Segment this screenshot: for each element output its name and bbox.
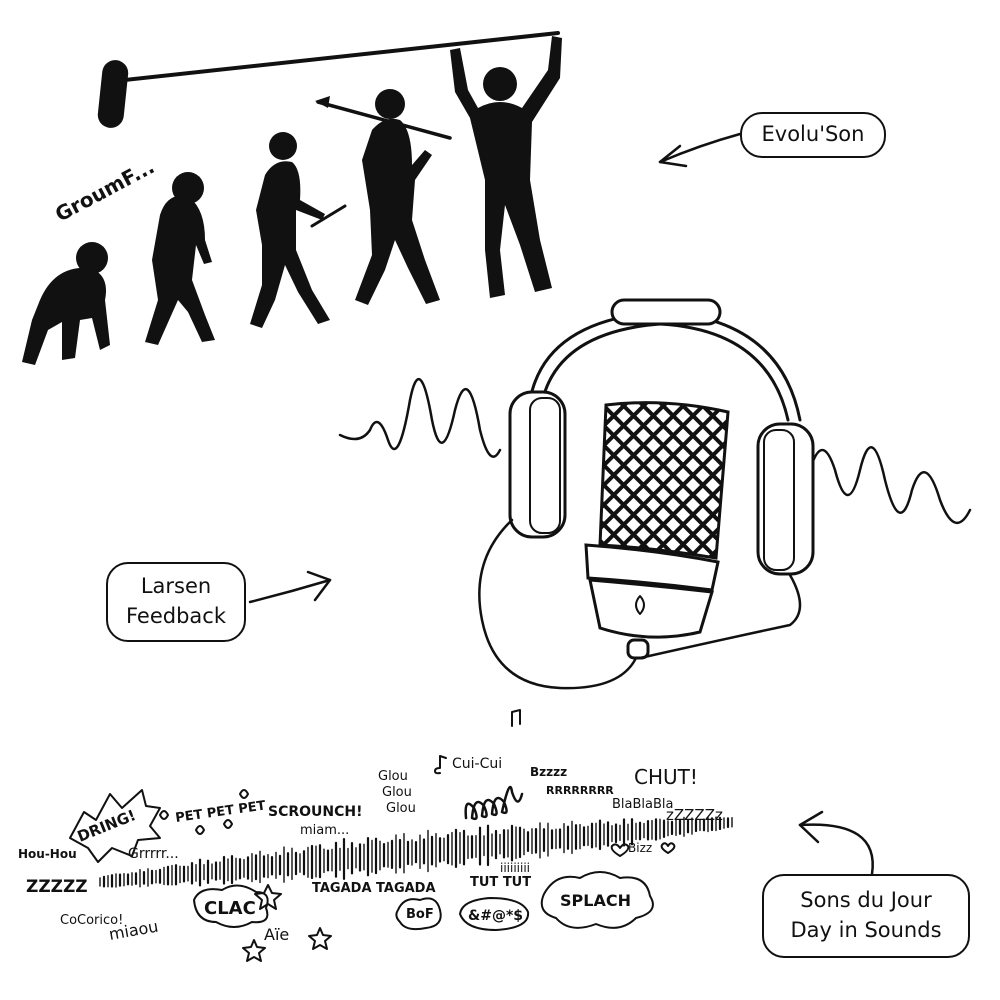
waveform-icon (99, 816, 733, 888)
feedback-callout-line1: Larsen (140, 574, 212, 598)
bzzz-text: Bzzzz (530, 765, 567, 779)
boom-microphone-icon (97, 31, 560, 128)
feedback-arrow-icon (248, 570, 332, 604)
sound-wave-icon (338, 377, 972, 524)
splach-burst-icon (540, 871, 654, 929)
evolution-callout: Evolu'Son (740, 112, 886, 158)
swear-text: &#@*$ (468, 908, 523, 924)
music-note-icon (511, 709, 521, 727)
chut-text: CHUT! (634, 765, 698, 789)
star-icon (254, 884, 282, 910)
tut-tut-text: TUT TUT (470, 875, 531, 890)
headphones-icon (508, 298, 815, 576)
cable-icon (478, 518, 802, 690)
grunt-text: GroumF... (51, 154, 158, 226)
hou-hou-text: Hou-Hou (18, 847, 77, 861)
pet-text: PET PET PET (174, 798, 266, 826)
paw-icon (159, 789, 249, 835)
sounds-arrow-icon (798, 810, 874, 876)
zzzzz-left-text: ZZZZZ (26, 877, 88, 897)
scrounch-text: SCROUNCH! (268, 804, 363, 820)
tagada-text: TAGADA TAGADA (312, 881, 436, 896)
glou-text-2: Glou (382, 785, 412, 800)
evolution-figures-icon: GroumF... (22, 31, 562, 365)
glou-text-3: Glou (386, 801, 416, 816)
sounds-callout: Sons du Jour Day in Sounds (762, 874, 970, 958)
sounds-callout-line1: Sons du Jour (800, 888, 932, 912)
star-icon (308, 927, 332, 950)
bof-text: BoF (406, 907, 434, 922)
hominid-figure-icon (145, 172, 215, 345)
clac-text: CLAC (204, 898, 256, 919)
feedback-callout-line2: Feedback (125, 604, 226, 628)
walking-figure-icon (250, 132, 347, 328)
evolution-arrow-icon (658, 132, 742, 168)
zzzz-right-text: zZZZZz (666, 806, 723, 824)
swear-bubble-icon (459, 897, 530, 931)
iii-text: iiiiiiiii (500, 861, 530, 875)
dring-burst-icon (69, 789, 161, 863)
grrr-text: Grrrrr... (128, 846, 179, 862)
ape-figure-icon (22, 242, 110, 365)
feedback-callout: Larsen Feedback (106, 562, 246, 642)
clac-burst-icon (193, 884, 269, 928)
splach-text: SPLACH (560, 891, 631, 910)
sound-engineer-figure-icon (450, 36, 562, 298)
studio-microphone-icon (584, 401, 730, 660)
buzz-spiral-icon (464, 786, 524, 821)
heart-icon (660, 842, 676, 854)
spear-figure-icon (315, 89, 452, 305)
cui-cui-text: Cui-Cui (452, 756, 502, 772)
evolution-callout-label: Evolu'Son (761, 122, 865, 146)
heart-icon (610, 843, 630, 857)
star-icon (242, 939, 266, 962)
sounds-callout-line2: Day in Sounds (790, 918, 942, 942)
miam-text: miam... (300, 823, 349, 838)
bof-burst-icon (395, 897, 442, 931)
onomatopoeia-group: Hou-Hou ZZZZZ DRING! Grrrrr... CoCorico!… (18, 709, 723, 962)
blabla-text: BlaBlaBla (612, 797, 674, 812)
bizz-text: Bizz (628, 841, 652, 855)
cocorico-text: CoCorico! (60, 913, 123, 928)
glou-text-1: Glou (378, 769, 408, 784)
aie-text: Aïe (264, 925, 289, 944)
music-note-icon (434, 755, 447, 775)
rrrr-text: RRRRRRRR (546, 784, 614, 797)
